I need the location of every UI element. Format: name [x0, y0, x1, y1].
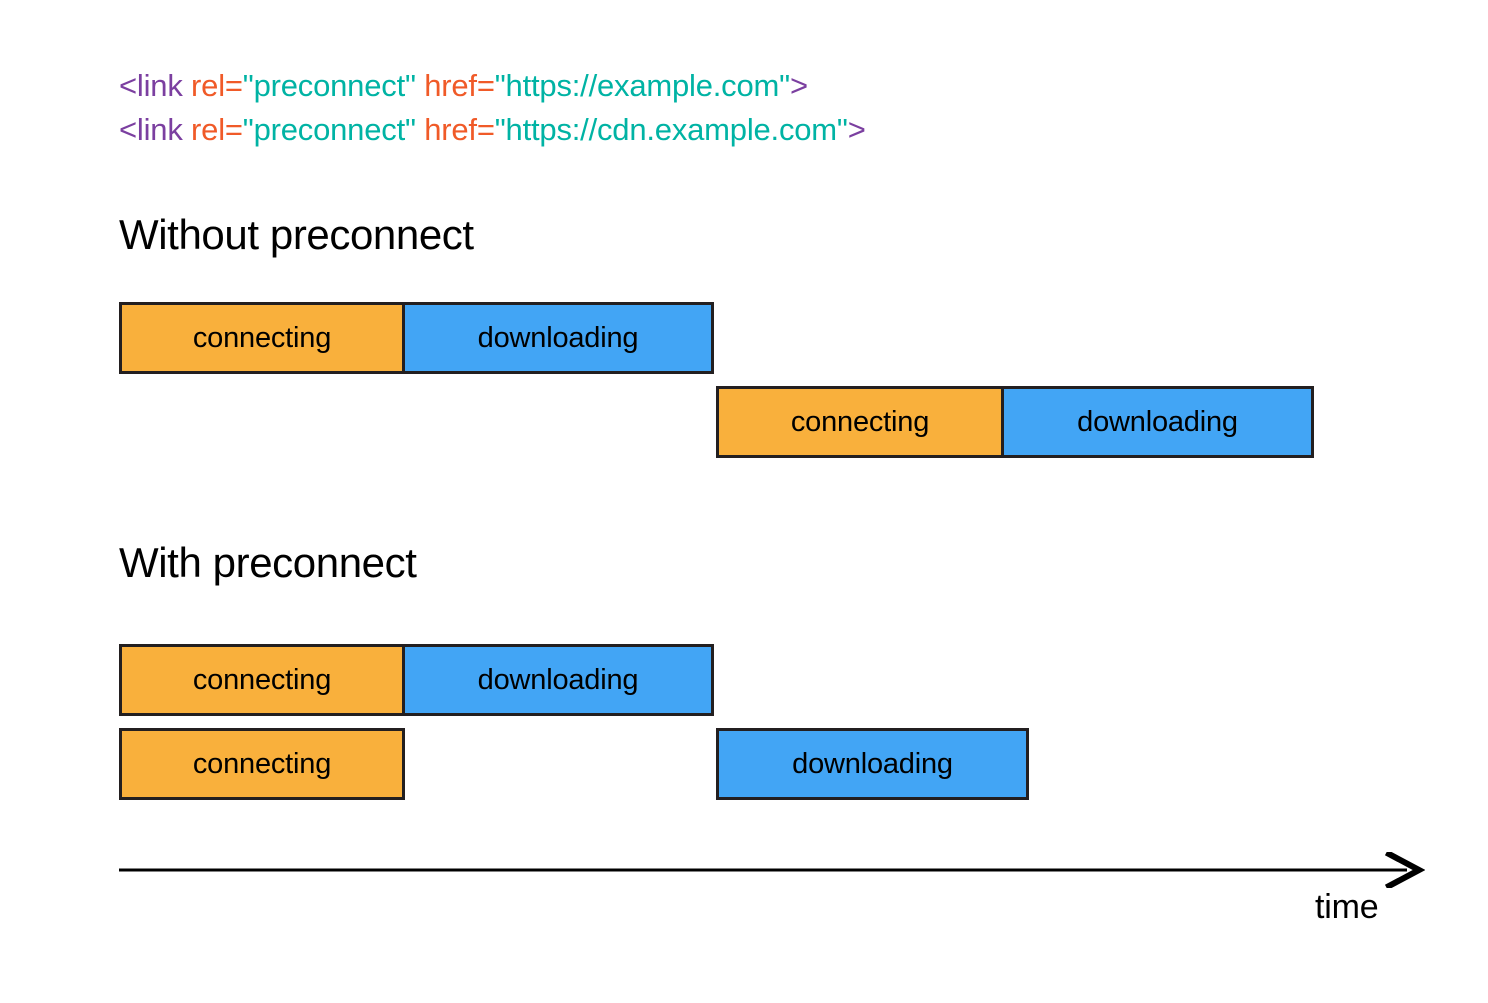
code-line-2: <link rel="preconnect" href="https://cdn…	[119, 108, 866, 152]
code-tag-open: <link	[119, 68, 183, 103]
bar-segment-downloading: downloading	[405, 644, 714, 716]
bar-segment-downloading: downloading	[405, 302, 714, 374]
code-tag-close: >	[789, 68, 808, 103]
code-attr-href: href=	[415, 68, 495, 103]
bar-segment-downloading: downloading	[1004, 386, 1314, 458]
code-attr-rel: rel=	[182, 112, 243, 147]
code-tag-open: <link	[119, 112, 183, 147]
bar-segment-connecting: connecting	[119, 302, 405, 374]
code-attr-href: href=	[415, 112, 495, 147]
code-attr-rel: rel=	[182, 68, 243, 103]
section-heading-without-preconnect: Without preconnect	[119, 211, 474, 258]
code-line-1: <link rel="preconnect" href="https://exa…	[119, 64, 866, 108]
bar-segment-connecting: connecting	[119, 644, 405, 716]
time-axis-label: time	[1315, 888, 1379, 926]
bar-segment-downloading: downloading	[716, 728, 1029, 800]
bar-segment-connecting: connecting	[716, 386, 1004, 458]
code-value-href: "https://cdn.example.com"	[494, 112, 848, 147]
code-value-rel: "preconnect"	[242, 68, 416, 103]
section-heading-with-preconnect: With preconnect	[119, 539, 417, 586]
code-value-href: "https://example.com"	[494, 68, 790, 103]
time-axis-arrow-icon	[119, 849, 1426, 891]
code-snippet: <link rel="preconnect" href="https://exa…	[119, 64, 866, 152]
bar-segment-connecting: connecting	[119, 728, 405, 800]
time-axis	[119, 849, 1426, 891]
code-tag-close: >	[847, 112, 866, 147]
code-value-rel: "preconnect"	[242, 112, 416, 147]
